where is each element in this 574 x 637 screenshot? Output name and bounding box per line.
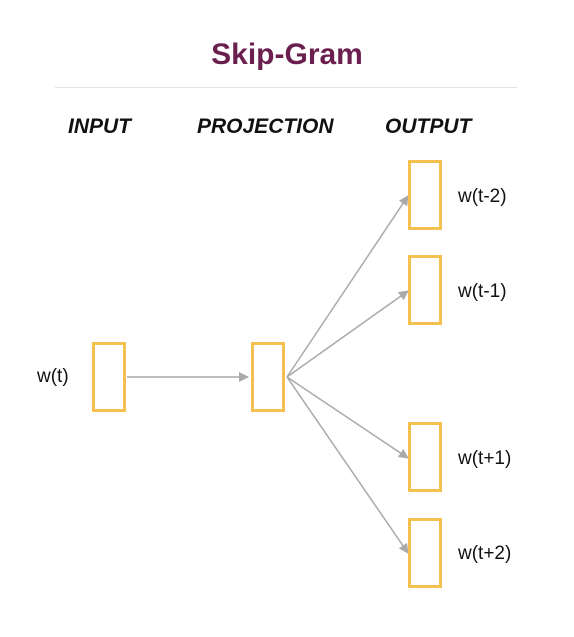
arrow-projection-to-output-3 xyxy=(286,376,409,459)
projection-node xyxy=(251,342,285,412)
output-word-label: w(t-2) xyxy=(458,186,507,207)
output-node xyxy=(408,518,442,588)
arrow-projection-to-output-2 xyxy=(286,290,409,378)
input-node xyxy=(92,342,126,412)
input-column-header: INPUT xyxy=(68,115,131,138)
input-word-label: w(t) xyxy=(37,366,69,387)
output-node xyxy=(408,160,442,230)
output-word-label: w(t+2) xyxy=(458,543,512,564)
output-node xyxy=(408,422,442,492)
output-word-label: w(t-1) xyxy=(458,281,507,302)
arrow-projection-to-output-1 xyxy=(286,195,409,378)
diagram-title: Skip-Gram xyxy=(211,38,363,71)
arrow-projection-to-output-4 xyxy=(286,376,409,554)
output-word-label: w(t+1) xyxy=(458,448,512,469)
output-node xyxy=(408,255,442,325)
output-column-header: OUTPUT xyxy=(385,115,472,138)
title-divider xyxy=(55,87,517,88)
projection-column-header: PROJECTION xyxy=(197,115,334,138)
